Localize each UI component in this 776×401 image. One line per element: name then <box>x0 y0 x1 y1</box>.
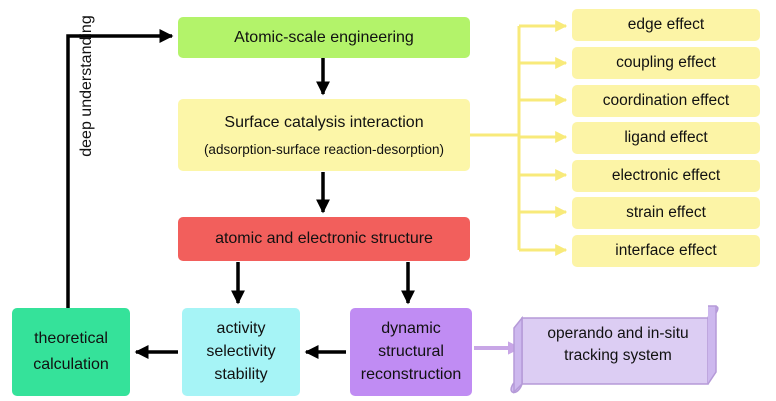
effect-box-ligand: ligand effect <box>572 122 760 154</box>
effects-connector <box>470 20 568 256</box>
effect-label: electronic effect <box>611 167 721 184</box>
structure-label: atomic and electronic structure <box>215 230 433 247</box>
operando-text: operando and in-situ tracking system <box>528 316 708 374</box>
arrow-feedback-loop <box>66 29 174 308</box>
effect-label: interface effect <box>615 242 717 259</box>
theoretical-box: theoretical calculation <box>12 308 130 396</box>
dynamic-box: dynamic structural reconstruction <box>350 308 472 396</box>
dynamic-line-1: dynamic <box>381 320 441 337</box>
surface-catalysis-subtitle: (adsorption-surface reaction-desorption) <box>203 141 445 157</box>
atomic-engineering-label: Atomic-scale engineering <box>234 28 414 46</box>
performance-line-2: selectivity <box>206 343 276 360</box>
effect-label: ligand effect <box>624 129 708 146</box>
effect-box-strain: strain effect <box>572 197 760 229</box>
effect-box-interface: interface effect <box>572 235 760 267</box>
structure-box: atomic and electronic structure <box>178 217 470 261</box>
performance-box: activity selectivity stability <box>182 308 300 396</box>
surface-catalysis-box: Surface catalysis interaction (adsorptio… <box>178 99 470 171</box>
effect-label: edge effect <box>627 16 705 33</box>
effect-box-edge: edge effect <box>572 9 760 41</box>
deep-understanding-label: deep understanding <box>78 15 95 157</box>
effect-label: strain effect <box>626 204 706 221</box>
effect-box-coordination: coordination effect <box>572 85 760 117</box>
operando-line-1: operando and in-situ <box>547 325 689 342</box>
operando-line-2: tracking system <box>564 347 672 364</box>
effect-label: coupling effect <box>616 54 716 71</box>
effect-label: coordination effect <box>602 92 730 109</box>
theoretical-line-2: calculation <box>33 356 109 373</box>
effect-box-electronic: electronic effect <box>572 160 760 192</box>
performance-line-3: stability <box>214 366 268 383</box>
effect-box-coupling: coupling effect <box>572 47 760 79</box>
theoretical-line-1: theoretical <box>34 330 108 347</box>
dynamic-line-3: reconstruction <box>360 366 462 383</box>
surface-catalysis-title: Surface catalysis interaction <box>224 113 424 131</box>
operando-scroll <box>510 305 719 394</box>
performance-line-1: activity <box>216 320 266 337</box>
dynamic-line-2: structural <box>378 343 444 360</box>
atomic-engineering-box: Atomic-scale engineering <box>178 17 470 58</box>
